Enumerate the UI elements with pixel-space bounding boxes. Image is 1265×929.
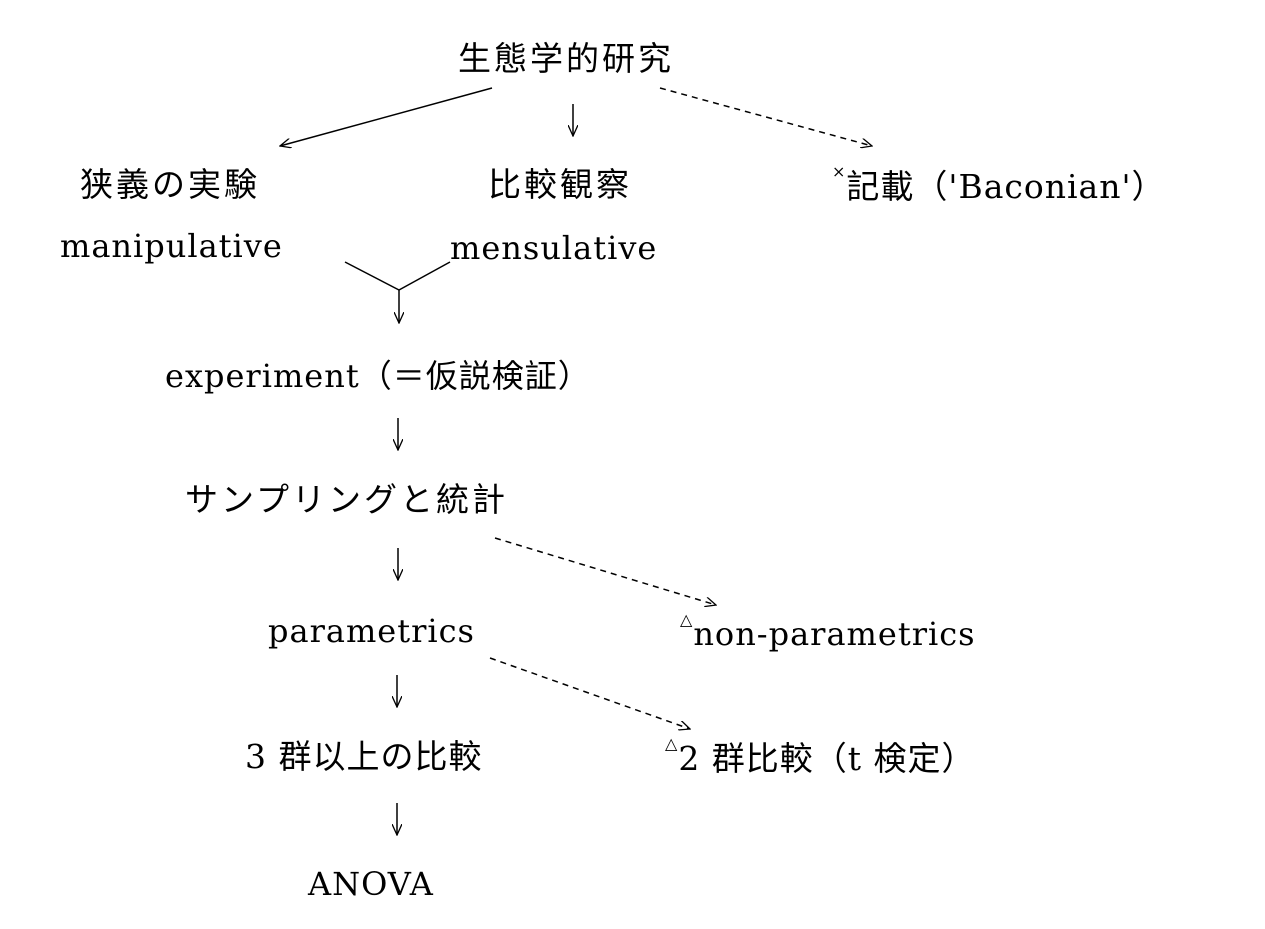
node-sampling-statistics: サンプリングと統計 <box>185 480 509 519</box>
node-parametrics: parametrics <box>268 612 475 650</box>
node-nonparametrics: △non-parametrics <box>680 612 976 653</box>
dashed-arrow-to-nonparametrics <box>494 537 716 605</box>
nonparametrics-label: non-parametrics <box>693 615 976 653</box>
description-label: 記載（'Baconian'） <box>846 167 1166 206</box>
node-manipulative: manipulative <box>60 227 283 265</box>
node-two-group-comparison: △2 群比較（t 検定） <box>665 736 976 778</box>
node-experiment: experiment（＝仮説検証） <box>165 357 591 395</box>
secondary-mark: △ <box>680 610 694 629</box>
node-mensulative: mensulative <box>450 229 658 267</box>
node-anova: ANOVA <box>308 865 434 903</box>
node-comparative-observation: 比較観察 <box>488 165 632 204</box>
secondary-mark: △ <box>665 734 679 753</box>
node-description: ×記載（'Baconian'） <box>832 164 1166 206</box>
dashed-arrow-root-to-description <box>659 87 872 146</box>
arrow-root-to-narrow-experiment <box>280 87 493 146</box>
dashed-arrow-to-two-group <box>489 657 690 729</box>
merge-line-manipulative <box>344 261 400 291</box>
node-three-group-comparison: 3 群以上の比較 <box>245 737 483 776</box>
two-group-label: 2 群比較（t 検定） <box>678 739 976 778</box>
node-narrow-experiment: 狭義の実験 <box>80 165 260 204</box>
excluded-mark: × <box>832 162 847 181</box>
merge-line-mensulative <box>398 261 451 291</box>
node-ecological-research: 生態学的研究 <box>458 39 674 78</box>
